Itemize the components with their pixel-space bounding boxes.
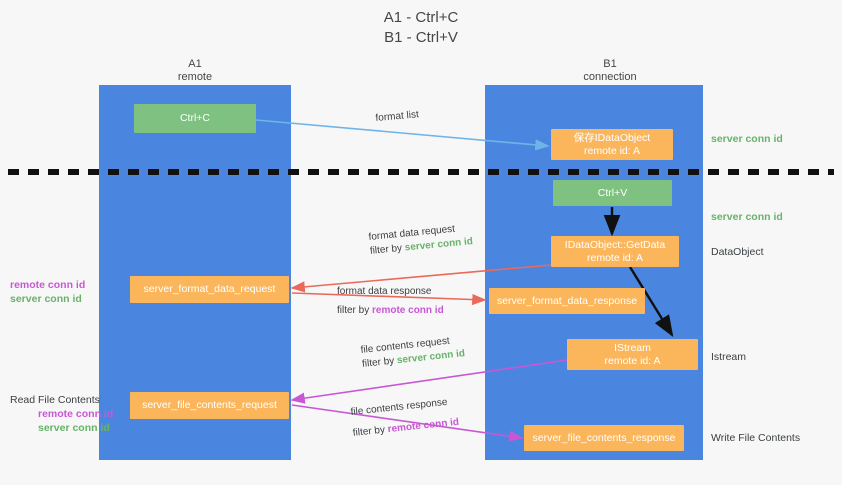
column-header-b1-name: B1 [603,58,617,70]
left-label-remote-conn-id: remote conn id [10,279,86,291]
node-server-format-data-response[interactable]: server_format_data_response [489,288,645,314]
node-server-file-contents-request[interactable]: server_file_contents_request [130,392,289,419]
node-server-format-data-request-label: server_format_data_request [143,283,276,295]
right-label-server-conn-id-mid: server conn id [711,211,783,223]
left-label-conn-ids-upper: remote conn id server conn id [10,278,85,306]
right-label-server-conn-id-top: server conn id [711,133,783,145]
node-ctrl-c[interactable]: Ctrl+C [134,104,256,133]
left-label-server-conn-id: server conn id [38,422,110,434]
node-ctrl-v-label: Ctrl+V [597,186,628,199]
edge-label-format-data-response-line1: format data response [337,286,432,297]
filter-prefix: filter by [361,355,398,370]
filter-prefix: filter by [369,242,406,257]
node-idataobject-getdata[interactable]: IDataObject::GetData remote id: A [551,236,679,267]
column-header-a1-sub: remote [177,71,213,83]
right-label-dataobject: DataObject [711,246,764,258]
node-istream[interactable]: IStream remote id: A [567,339,698,370]
node-save-idataobject[interactable]: 保存IDataObject remote id: A [551,129,673,160]
node-server-file-contents-response-label: server_file_contents_response [532,431,676,444]
arrow-file-contents-response [291,404,524,442]
arrow-getdata-to-istream [628,266,674,338]
column-header-b1: B1 connection [530,58,690,84]
node-server-file-contents-response[interactable]: server_file_contents_response [524,425,684,451]
node-idataobject-getdata-sub: remote id: A [586,251,644,264]
filter-prefix: filter by [352,424,389,439]
node-server-file-contents-request-label: server_file_contents_request [142,399,277,411]
node-save-idataobject-label: 保存IDataObject [573,131,651,144]
column-header-a1-name: A1 [188,58,202,70]
node-save-idataobject-sub: remote id: A [583,144,641,157]
node-ctrl-c-label: Ctrl+C [179,112,211,124]
filter-prefix: filter by [337,305,373,316]
arrow-format-data-response [291,292,487,306]
node-ctrl-v[interactable]: Ctrl+V [553,180,672,206]
right-label-istream: Istream [711,351,747,363]
arrow-file-contents-request [290,359,568,404]
node-server-format-data-request[interactable]: server_format_data_request [130,276,289,303]
left-label-read-file-contents-group: Read File Contents remote conn id server… [10,393,113,435]
column-header-a1: A1 remote [115,58,275,84]
edge-label-format-data-response: format data response filter by remote co… [337,285,444,318]
edge-label-format-list-line1: format list [375,109,420,124]
right-label-write-file-contents: Write File Contents [711,432,801,444]
left-label-remote-conn-id: remote conn id [38,408,114,420]
column-header-b1-sub: connection [583,71,637,83]
edge-label-format-data-response-filter: filter by remote conn id [337,304,444,318]
left-label-server-conn-id: server conn id [10,293,82,305]
node-idataobject-getdata-label: IDataObject::GetData [564,238,666,251]
filter-value-remote-conn-id: remote conn id [372,305,444,316]
arrow-format-list [255,119,550,151]
left-label-read-file-contents: Read File Contents [10,394,100,406]
page-title: A1 - Ctrl+C B1 - Ctrl+V [383,9,459,46]
node-istream-label: IStream [614,341,651,354]
arrow-format-data-request [290,264,552,293]
node-istream-sub: remote id: A [604,354,661,367]
node-server-format-data-response-label: server_format_data_response [496,294,638,307]
